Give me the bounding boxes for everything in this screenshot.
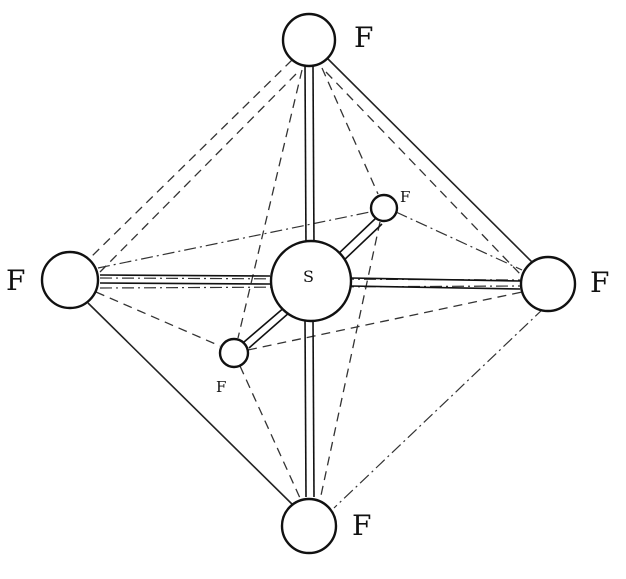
edge-top-left-inner (99, 73, 297, 273)
label-f-back: F (400, 188, 410, 206)
label-f-front: F (216, 378, 226, 396)
bond-right-a (349, 277, 521, 282)
bond-left-a (99, 274, 271, 277)
bond-back-a (335, 217, 377, 257)
edge-top-right (323, 54, 539, 269)
edge-top-back (321, 67, 379, 195)
edge-front-right (247, 291, 523, 351)
bond-top-a (304, 65, 307, 249)
edge-back-right (395, 211, 523, 271)
label-s: S (303, 267, 314, 286)
atom-f-top (281, 12, 337, 68)
bond-right-b (349, 285, 521, 290)
edge-back-bottom (319, 221, 381, 501)
edge-top-right-inner (325, 71, 523, 277)
atom-f-bottom (280, 497, 338, 555)
edge-top-front (237, 69, 303, 339)
octahedron-outer-edges (87, 54, 545, 509)
atom-f-back (369, 193, 399, 223)
edge-top-left (89, 59, 293, 259)
atom-s-center (269, 239, 353, 323)
bond-left-b (99, 282, 271, 285)
bond-bottom-b (312, 317, 315, 498)
atom-f-front (218, 337, 250, 369)
edge-left-right-a (99, 277, 521, 281)
edge-left-back (97, 211, 371, 269)
edge-left-right-b (99, 285, 521, 289)
edge-left-bottom (87, 302, 297, 509)
s-f-bonds (99, 65, 521, 498)
atoms (40, 12, 577, 555)
edge-right-bottom (333, 307, 545, 509)
label-f-bottom: F (352, 509, 371, 542)
edge-front-bottom (239, 365, 301, 499)
atom-labels: S F F F F F F (6, 21, 609, 542)
label-f-left: F (6, 264, 25, 297)
bond-front-a (243, 305, 287, 343)
bond-top-b (312, 65, 315, 249)
bond-front-b (248, 311, 291, 349)
bond-bottom-a (304, 317, 307, 498)
apex-edges (99, 67, 523, 501)
edge-left-front (95, 291, 221, 347)
label-f-top: F (354, 21, 373, 54)
atom-f-left (40, 250, 100, 310)
equatorial-edges (95, 211, 523, 351)
bond-back-b (341, 223, 383, 263)
atom-f-right (519, 255, 577, 313)
label-f-right: F (590, 266, 609, 299)
